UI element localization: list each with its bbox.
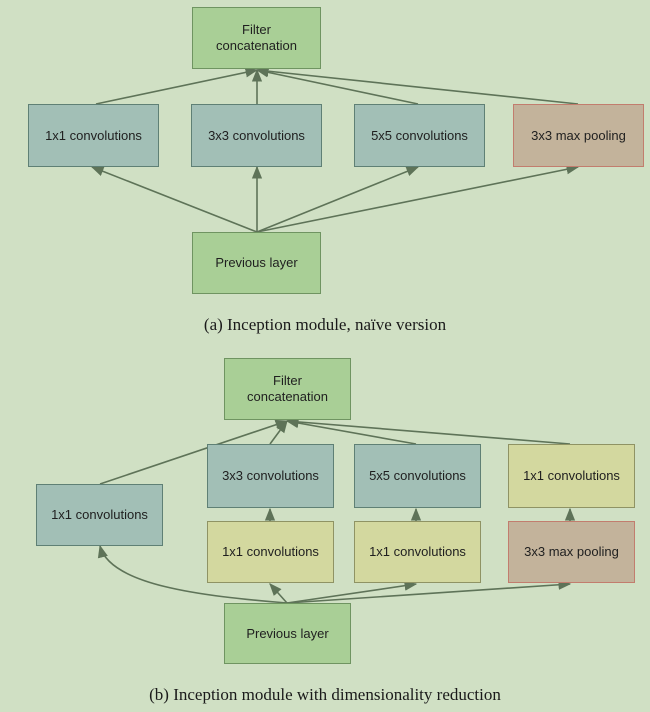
a-conv5x5-box: 5x5 convolutions xyxy=(354,104,485,167)
arrow-b-prev-to-reduce3x3 xyxy=(269,583,288,604)
a-maxpool-label: 3x3 max pooling xyxy=(531,127,626,143)
a-conv3x3-label: 3x3 convolutions xyxy=(208,127,305,143)
a-caption: (a) Inception module, naïve version xyxy=(203,315,447,334)
b-conv1x1-reduce3x3-box: 1x1 convolutions xyxy=(207,521,334,583)
b-conv5x5-label: 5x5 convolutions xyxy=(369,468,466,483)
arrow-b-prev-to-pool xyxy=(286,579,572,604)
arrow-a-prev-to-pool xyxy=(256,164,580,233)
arrow-a-prev-to-5x5 xyxy=(256,166,420,233)
arrow-b-pool1x1-to-concat xyxy=(285,416,571,445)
b-conv1x1-reduce3x3-label: 1x1 convolutions xyxy=(222,544,319,559)
arrow-a-1x1-to-concat xyxy=(95,67,259,105)
arrow-a-5x5-to-concat xyxy=(255,67,419,105)
a-conv1x1-label: 1x1 convolutions xyxy=(45,127,142,143)
b-previous-layer-box: Previous layer xyxy=(224,603,351,664)
arrow-b-5x5-to-concat xyxy=(285,417,417,445)
b-conv1x1-reduce5x5-box: 1x1 convolutions xyxy=(354,521,481,583)
a-filter-concatenation-label: Filter concatenation xyxy=(216,22,297,53)
b-conv1x1-reduce5x5-label: 1x1 convolutions xyxy=(369,544,466,559)
arrow-b-prev-to-1x1-left xyxy=(97,544,288,604)
b-conv1x1-after-pool-box: 1x1 convolutions xyxy=(508,444,635,508)
a-maxpool-box: 3x3 max pooling xyxy=(513,104,644,167)
b-conv1x1-left-label: 1x1 convolutions xyxy=(51,507,148,522)
b-conv3x3-box: 3x3 convolutions xyxy=(207,444,334,508)
a-conv1x1-box: 1x1 convolutions xyxy=(28,104,159,167)
a-previous-layer-box: Previous layer xyxy=(192,232,321,294)
b-conv3x3-label: 3x3 convolutions xyxy=(222,468,319,483)
arrow-b-3x3-to-concat xyxy=(269,419,288,445)
b-previous-layer-label: Previous layer xyxy=(246,625,329,641)
arrow-b-1x1-to-concat xyxy=(99,419,289,485)
arrow-b-prev-to-reduce5x5 xyxy=(286,580,418,604)
b-conv1x1-left-box: 1x1 convolutions xyxy=(36,484,163,546)
b-conv1x1-after-pool-label: 1x1 convolutions xyxy=(523,468,620,483)
a-previous-layer-label: Previous layer xyxy=(215,255,298,270)
a-conv3x3-box: 3x3 convolutions xyxy=(191,104,322,167)
b-filter-concatenation-box: Filter concatenation xyxy=(224,358,351,420)
b-caption: (b) Inception module with dimensionality… xyxy=(149,685,501,704)
b-maxpool-label: 3x3 max pooling xyxy=(524,544,619,559)
arrow-a-pool-to-concat xyxy=(255,66,579,105)
a-filter-concatenation-box: Filter concatenation xyxy=(192,7,321,69)
a-conv5x5-label: 5x5 convolutions xyxy=(371,127,468,143)
b-filter-concatenation-label: Filter concatenation xyxy=(247,373,328,404)
b-conv5x5-box: 5x5 convolutions xyxy=(354,444,481,508)
b-maxpool-box: 3x3 max pooling xyxy=(508,521,635,583)
arrow-a-prev-to-1x1 xyxy=(90,166,258,233)
